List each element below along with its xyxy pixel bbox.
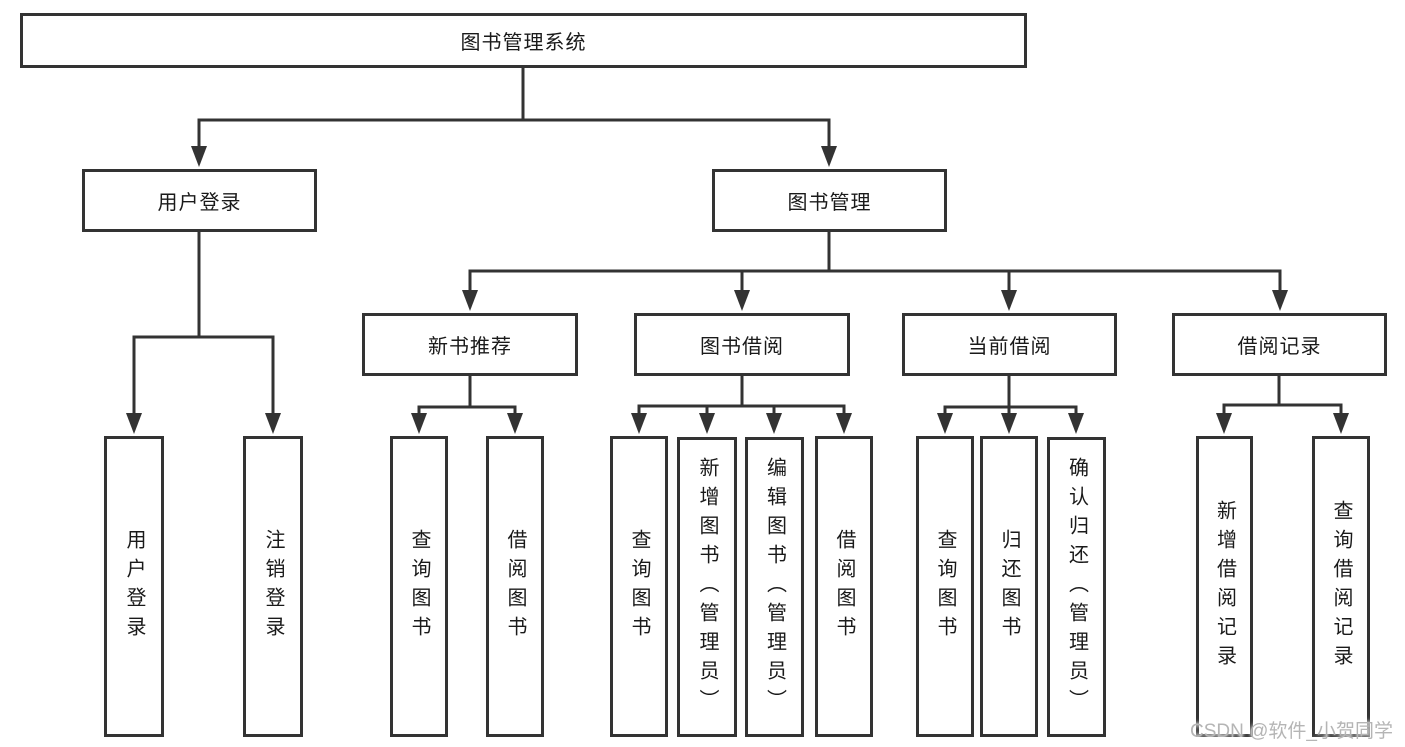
leaf-edit-book-admin: 编辑图书（管理员） bbox=[745, 437, 804, 737]
leaf-add-borrow-record: 新增借阅记录 bbox=[1196, 436, 1253, 737]
leaf-query-borrow-record: 查询借阅记录 bbox=[1312, 436, 1370, 737]
leaf-edit-book-admin-label: 编辑图书（管理员） bbox=[763, 456, 786, 718]
node-root-label: 图书管理系统 bbox=[460, 32, 587, 54]
node-user-login-label: 用户登录 bbox=[157, 192, 242, 214]
csdn-watermark: CSDN @软件_小贺同学 bbox=[1190, 721, 1393, 742]
node-book-borrow-label: 图书借阅 bbox=[700, 336, 784, 358]
leaf-logout: 注销登录 bbox=[243, 436, 303, 737]
leaf-logout-label: 注销登录 bbox=[262, 528, 284, 645]
node-new-book-recommend-label: 新书推荐 bbox=[428, 336, 512, 358]
node-book-borrow: 图书借阅 bbox=[634, 313, 850, 376]
leaf-borrow-books-recommend: 借阅图书 bbox=[486, 436, 544, 737]
leaf-return-books: 归还图书 bbox=[980, 436, 1038, 737]
leaf-query-books-borrow: 查询图书 bbox=[610, 436, 668, 737]
leaf-query-borrow-record-label: 查询借阅记录 bbox=[1330, 499, 1352, 674]
node-root: 图书管理系统 bbox=[20, 13, 1027, 68]
leaf-borrow-books-recommend-label: 借阅图书 bbox=[504, 528, 526, 645]
node-new-book-recommend: 新书推荐 bbox=[362, 313, 578, 376]
node-book-management: 图书管理 bbox=[712, 169, 947, 232]
leaf-return-books-label: 归还图书 bbox=[998, 528, 1020, 645]
leaf-user-login: 用户登录 bbox=[104, 436, 164, 737]
leaf-user-login-label: 用户登录 bbox=[123, 528, 145, 645]
leaf-query-books-current-label: 查询图书 bbox=[934, 528, 956, 645]
node-current-borrow-label: 当前借阅 bbox=[967, 336, 1052, 358]
node-user-login: 用户登录 bbox=[82, 169, 317, 232]
leaf-add-borrow-record-label: 新增借阅记录 bbox=[1213, 499, 1236, 674]
node-borrow-records-label: 借阅记录 bbox=[1237, 336, 1322, 358]
node-current-borrow: 当前借阅 bbox=[902, 313, 1117, 376]
leaf-query-books-recommend: 查询图书 bbox=[390, 436, 448, 737]
leaf-confirm-return-admin: 确认归还（管理员） bbox=[1047, 437, 1106, 737]
node-book-management-label: 图书管理 bbox=[787, 192, 872, 214]
leaf-add-book-admin: 新增图书（管理员） bbox=[677, 437, 737, 737]
leaf-query-books-recommend-label: 查询图书 bbox=[408, 528, 430, 645]
leaf-confirm-return-admin-label: 确认归还（管理员） bbox=[1065, 456, 1088, 718]
leaf-borrow-books-label: 借阅图书 bbox=[833, 528, 855, 645]
node-borrow-records: 借阅记录 bbox=[1172, 313, 1387, 376]
leaf-add-book-admin-label: 新增图书（管理员） bbox=[696, 456, 718, 718]
leaf-borrow-books: 借阅图书 bbox=[815, 436, 873, 737]
leaf-query-books-current: 查询图书 bbox=[916, 436, 974, 737]
leaf-query-books-borrow-label: 查询图书 bbox=[628, 528, 650, 645]
